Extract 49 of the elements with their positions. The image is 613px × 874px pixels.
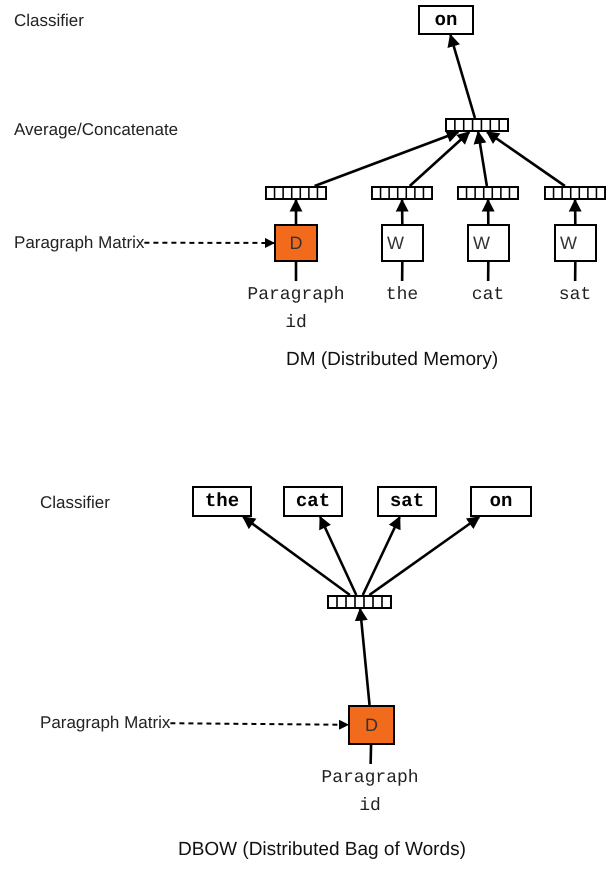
input-token: cat (458, 281, 518, 309)
diagram-caption: DM (Distributed Memory) (286, 348, 498, 372)
connector-line (294, 262, 298, 281)
output-word-box: cat (283, 486, 343, 517)
arrow (314, 130, 460, 188)
arrow (448, 34, 476, 118)
row-label: Classifier (40, 492, 110, 514)
word-matrix-box: W (554, 224, 597, 262)
input-token: sat (545, 281, 605, 309)
word-matrix-box: W (467, 224, 510, 262)
matrix-label: Paragraph Matrix (40, 712, 170, 734)
paragraph-matrix-box: D (348, 705, 395, 745)
connector-line (574, 262, 577, 282)
diagram-caption: DBOW (Distributed Bag of Words) (178, 838, 466, 862)
arrow (319, 516, 358, 596)
output-word-box: sat (377, 486, 437, 517)
arrow (354, 608, 371, 706)
arrow (408, 131, 470, 187)
vector-bar (327, 595, 392, 609)
output-word-box: on (418, 5, 474, 35)
input-token: the (372, 281, 432, 309)
arrow (474, 130, 488, 186)
vector-bar (544, 186, 606, 200)
input-token: Paragraph id (241, 281, 351, 337)
arrow (396, 198, 409, 224)
arrow (568, 198, 582, 224)
vector-bar (265, 186, 327, 200)
row-label: Average/Concatenate (14, 119, 178, 141)
arrow (290, 198, 302, 224)
input-token: Paragraph id (314, 764, 426, 820)
paragraph-matrix-box: D (274, 224, 318, 262)
connector-line (400, 262, 404, 282)
vector-bar (445, 118, 509, 132)
output-word-box: on (470, 486, 532, 517)
row-label: Classifier (14, 10, 84, 32)
arrow (242, 516, 351, 596)
output-word-box: the (192, 486, 252, 517)
arrow (486, 130, 566, 188)
dashed-arrow (170, 720, 349, 730)
arrow (482, 198, 495, 224)
connector-line (369, 744, 372, 764)
vector-bar (371, 186, 433, 200)
arrow (362, 516, 401, 596)
arrow (368, 516, 480, 596)
vector-bar (457, 186, 519, 200)
word-matrix-box: W (381, 224, 424, 262)
connector-line (486, 262, 490, 282)
matrix-label: Paragraph Matrix (14, 232, 144, 254)
dashed-arrow (144, 238, 275, 248)
